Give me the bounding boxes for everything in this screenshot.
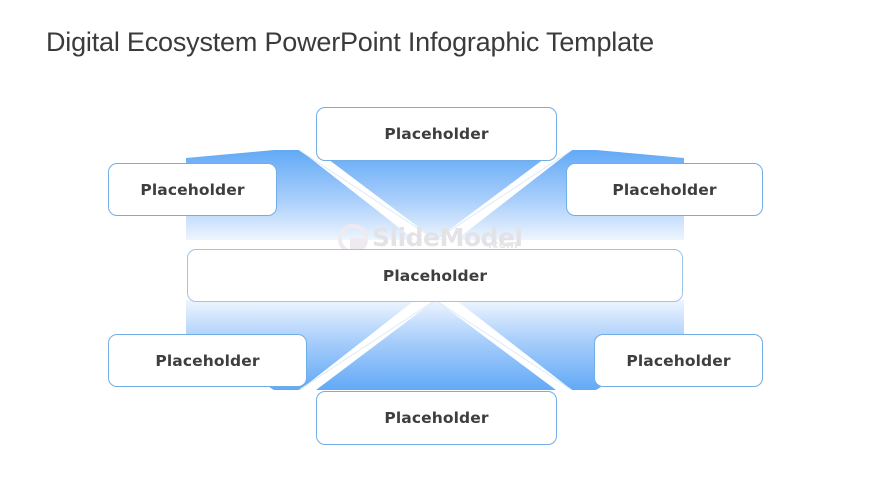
ray-bottom — [316, 300, 556, 390]
placeholder-box-top-right[interactable]: Placeholder — [566, 163, 763, 216]
placeholder-box-bottom-right[interactable]: Placeholder — [594, 334, 763, 387]
placeholder-label-top-right: Placeholder — [612, 180, 717, 199]
placeholder-box-center[interactable]: Placeholder — [187, 249, 683, 302]
placeholder-box-bottom[interactable]: Placeholder — [316, 391, 557, 445]
placeholder-label-bottom-right: Placeholder — [626, 351, 731, 370]
placeholder-box-top-left[interactable]: Placeholder — [108, 163, 277, 216]
page-title: Digital Ecosystem PowerPoint Infographic… — [46, 27, 654, 57]
placeholder-label-top-left: Placeholder — [140, 180, 245, 199]
placeholder-box-bottom-left[interactable]: Placeholder — [108, 334, 307, 387]
placeholder-label-bottom-left: Placeholder — [155, 351, 260, 370]
ray-separators-upper — [298, 149, 573, 240]
placeholder-label-bottom: Placeholder — [384, 409, 489, 427]
placeholder-label-top: Placeholder — [384, 125, 489, 143]
ray-separators-lower — [298, 300, 573, 391]
ray-top — [316, 150, 556, 240]
placeholder-label-center: Placeholder — [382, 266, 488, 285]
placeholder-box-top[interactable]: Placeholder — [316, 107, 557, 161]
